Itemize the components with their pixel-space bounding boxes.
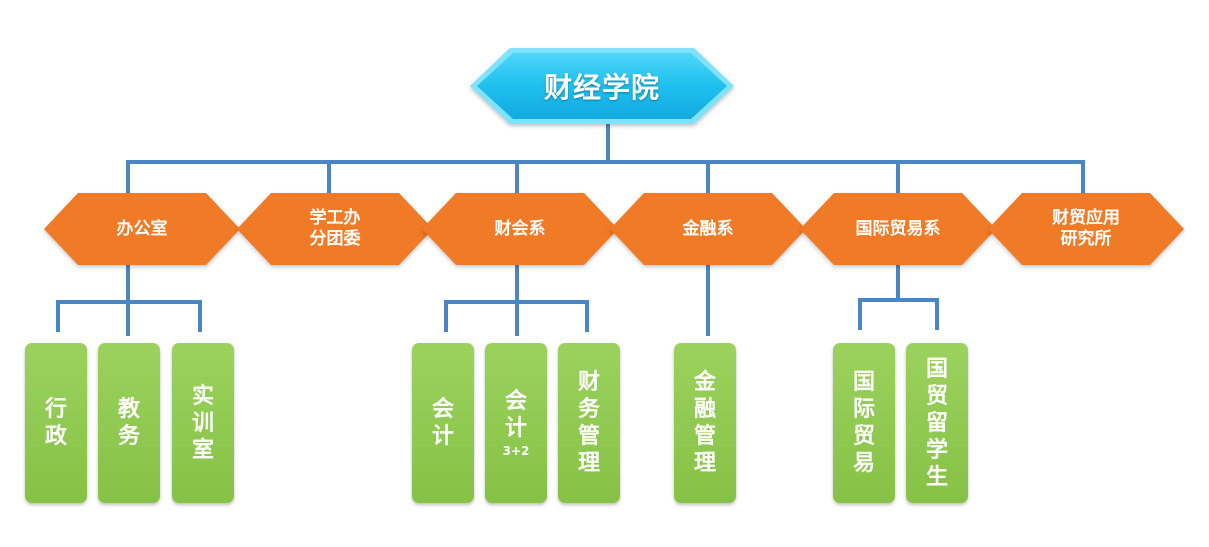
dept-label: 国际贸易系 [855,218,941,239]
leaf-accounting-3plus2: 会计 3+2 [485,343,547,503]
dept-accounting: 财会系 [422,193,618,265]
leaf-label: 财务管理 [577,370,600,476]
leaf-label: 会计 [431,397,454,449]
dept-hexagon-shape [988,193,1184,265]
leaf-academic: 教务 [98,343,160,503]
root-label: 财经学院 [543,71,660,104]
leaf-accounting: 会计 [412,343,474,503]
dept-label: 财贸应用 研究所 [1052,208,1120,249]
leaf-training-room: 实训室 [172,343,234,503]
dept-institute: 财贸应用 研究所 [988,193,1184,265]
leaf-label: 金融管理 [693,370,716,476]
leaf-label: 实训室 [191,383,214,463]
leaf-financial-management: 财务管理 [558,343,620,503]
leaf-sublabel: 3+2 [502,444,530,458]
dept-office: 办公室 [44,193,240,265]
dept-label: 金融系 [682,218,734,239]
dept-hexagon-shape [610,193,806,265]
leaf-label: 行政 [44,397,67,449]
dept-label: 财会系 [494,218,546,239]
dept-hexagon-shape [44,193,240,265]
dept-hexagon-shape [237,193,433,265]
dept-hexagon-shape [800,193,996,265]
leaf-admin: 行政 [25,343,87,503]
dept-finance: 金融系 [610,193,806,265]
dept-label: 学工办 分团委 [309,208,361,249]
root-node: 财经学院 [468,46,736,126]
leaf-label: 教务 [117,397,140,449]
leaf-trade-international-students: 国贸留学生 [906,343,968,503]
dept-hexagon-shape [422,193,618,265]
leaf-label: 国贸留学生 [925,356,948,490]
leaf-label: 国际贸易 [852,370,875,476]
leaf-label: 会计 [504,389,527,441]
root-hexagon-shape [470,48,734,124]
dept-label: 办公室 [116,218,168,239]
leaf-international-trade: 国际贸易 [833,343,895,503]
dept-trade: 国际贸易系 [800,193,996,265]
dept-student: 学工办 分团委 [237,193,433,265]
leaf-finance-management: 金融管理 [674,343,736,503]
